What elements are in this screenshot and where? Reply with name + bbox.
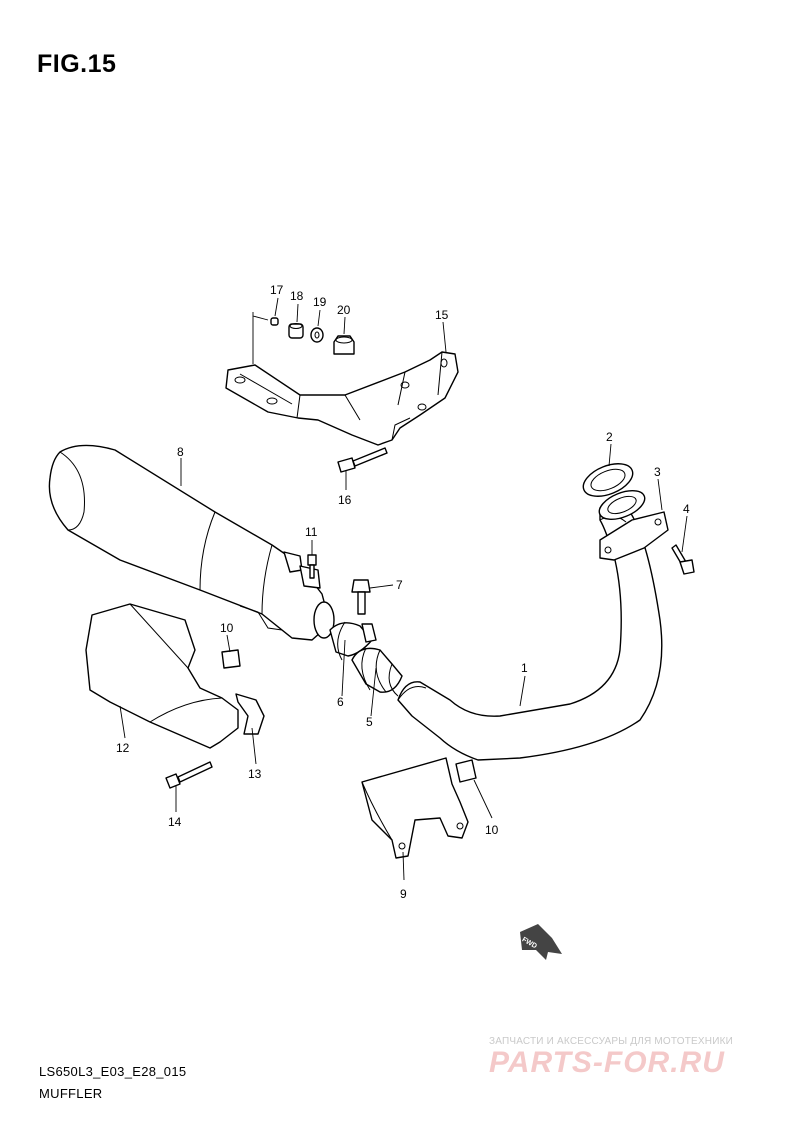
part-4-bolt — [671, 544, 695, 575]
part-18-collar — [288, 323, 304, 339]
part-3-flange — [598, 489, 669, 561]
leader-lines — [119, 297, 688, 881]
part-15-muffler-bracket — [225, 351, 459, 446]
part-7-bolt — [351, 579, 371, 615]
callout-2: 2 — [606, 430, 613, 444]
diagram-code: LS650L3_E03_E28_015 — [39, 1064, 187, 1079]
callout-19: 19 — [313, 295, 327, 309]
callout-3: 3 — [654, 465, 661, 479]
callout-labels: 1 2 3 4 5 6 7 8 9 10 10 11 12 13 14 15 1… — [116, 283, 690, 901]
part-14-bolt — [165, 761, 213, 789]
part-16-bolt — [337, 447, 388, 473]
callout-6: 6 — [337, 695, 344, 709]
callout-8: 8 — [177, 445, 184, 459]
fwd-direction-marker: FWD — [520, 924, 562, 960]
callout-20: 20 — [337, 303, 351, 317]
callout-7: 7 — [396, 578, 403, 592]
watermark: ЗАПЧАСТИ И АКСЕССУАРЫ ДЛЯ МОТОТЕХНИКИ PA… — [489, 1036, 789, 1086]
part-9-pipe-cover — [361, 757, 469, 859]
callout-10b: 10 — [485, 823, 499, 837]
part-19-washer — [310, 327, 324, 343]
callout-4: 4 — [683, 502, 690, 516]
callout-12: 12 — [116, 741, 130, 755]
part-2-gasket — [582, 463, 634, 497]
part-12-heat-guard — [85, 603, 239, 749]
part-5-gasket — [351, 647, 403, 697]
callout-5: 5 — [366, 715, 373, 729]
part-13-bracket — [235, 693, 265, 735]
callout-10a: 10 — [220, 621, 234, 635]
part-11-bolt — [307, 554, 317, 579]
part-8-muffler — [48, 444, 335, 641]
callout-13: 13 — [248, 767, 262, 781]
part-6-clamp — [329, 621, 377, 661]
watermark-logo: PARTS-FOR.RU — [489, 1046, 725, 1079]
callout-18: 18 — [290, 289, 304, 303]
callout-16: 16 — [338, 493, 352, 507]
callout-1: 1 — [521, 661, 528, 675]
diagram-caption: MUFFLER — [39, 1086, 103, 1101]
part-17-nut — [252, 312, 279, 364]
callout-11: 11 — [305, 525, 318, 539]
watermark-tagline: ЗАПЧАСТИ И АКСЕССУАРЫ ДЛЯ МОТОТЕХНИКИ — [489, 1036, 734, 1047]
callout-17: 17 — [270, 283, 284, 297]
part-10-pad-lower — [455, 759, 477, 783]
callout-9: 9 — [400, 887, 407, 901]
figure-title: FIG.15 — [37, 50, 117, 78]
part-10-pad-upper — [221, 649, 241, 669]
callout-14: 14 — [168, 815, 182, 829]
part-20-cushion — [333, 335, 355, 355]
callout-15: 15 — [435, 308, 449, 322]
